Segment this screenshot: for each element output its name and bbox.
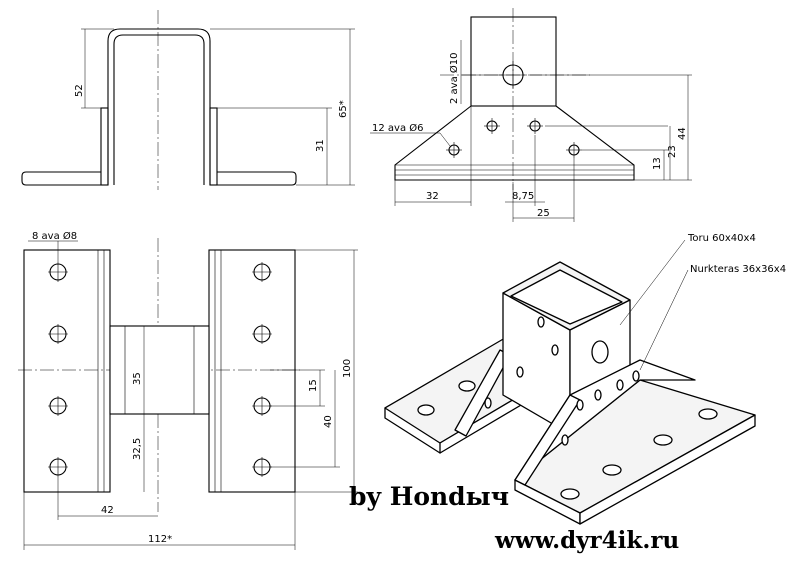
dim-65: 65* [338, 100, 349, 118]
dim-13: 13 [652, 157, 663, 170]
dim-32: 32 [426, 191, 439, 202]
dim-32-5: 32,5 [132, 438, 143, 460]
dim-100: 100 [342, 359, 353, 378]
plan-view: 8 ava Ø8 35 32,5 42 112* 15 40 100 [18, 230, 358, 550]
dim-31: 31 [315, 139, 326, 152]
callout-tube: Toru 60x40x4 [687, 233, 756, 244]
callout-angle: Nurkteras 36x36x4 [690, 264, 786, 275]
side-view: 2 ava Ø10 12 ava Ø6 32 8,75 25 13 23 44 [370, 8, 692, 222]
dim-42: 42 [101, 505, 114, 516]
dim-52: 52 [74, 84, 85, 97]
isometric-view: Toru 60x40x4 Nurkteras 36x36x4 [384, 233, 786, 525]
site-url: www.dyr4ik.ru [495, 527, 680, 554]
dim-15: 15 [308, 379, 319, 392]
dim-12xd6: 12 ava Ø6 [372, 122, 424, 134]
dim-35: 35 [132, 372, 143, 385]
dim-112: 112* [148, 534, 172, 545]
dim-40: 40 [323, 415, 334, 428]
dim-44: 44 [677, 127, 688, 140]
dim-2xd10: 2 ava Ø10 [448, 53, 460, 105]
dim-25: 25 [537, 208, 550, 219]
dim-8xd8: 8 ava Ø8 [32, 230, 77, 242]
iso-holes [417, 316, 718, 500]
author-credit: by Hondыч [349, 482, 510, 511]
front-view: 52 31 65* [21, 10, 355, 190]
dim-8-75: 8,75 [512, 191, 534, 202]
side-small-holes [446, 118, 582, 158]
dim-23: 23 [667, 145, 678, 158]
